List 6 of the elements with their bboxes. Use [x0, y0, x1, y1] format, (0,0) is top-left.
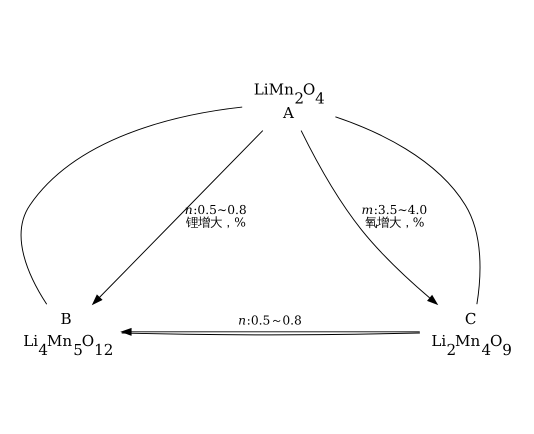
node-text: B [60, 310, 72, 328]
edge-label: n:0.5~0.8 锂增大，% [184, 202, 247, 229]
edge-label: n:0.5～0.8 [238, 313, 302, 328]
node-text: C [464, 310, 476, 328]
node-text: A [283, 104, 294, 122]
edge-label: m:3.5~4.0 氧增大，% [361, 202, 428, 229]
